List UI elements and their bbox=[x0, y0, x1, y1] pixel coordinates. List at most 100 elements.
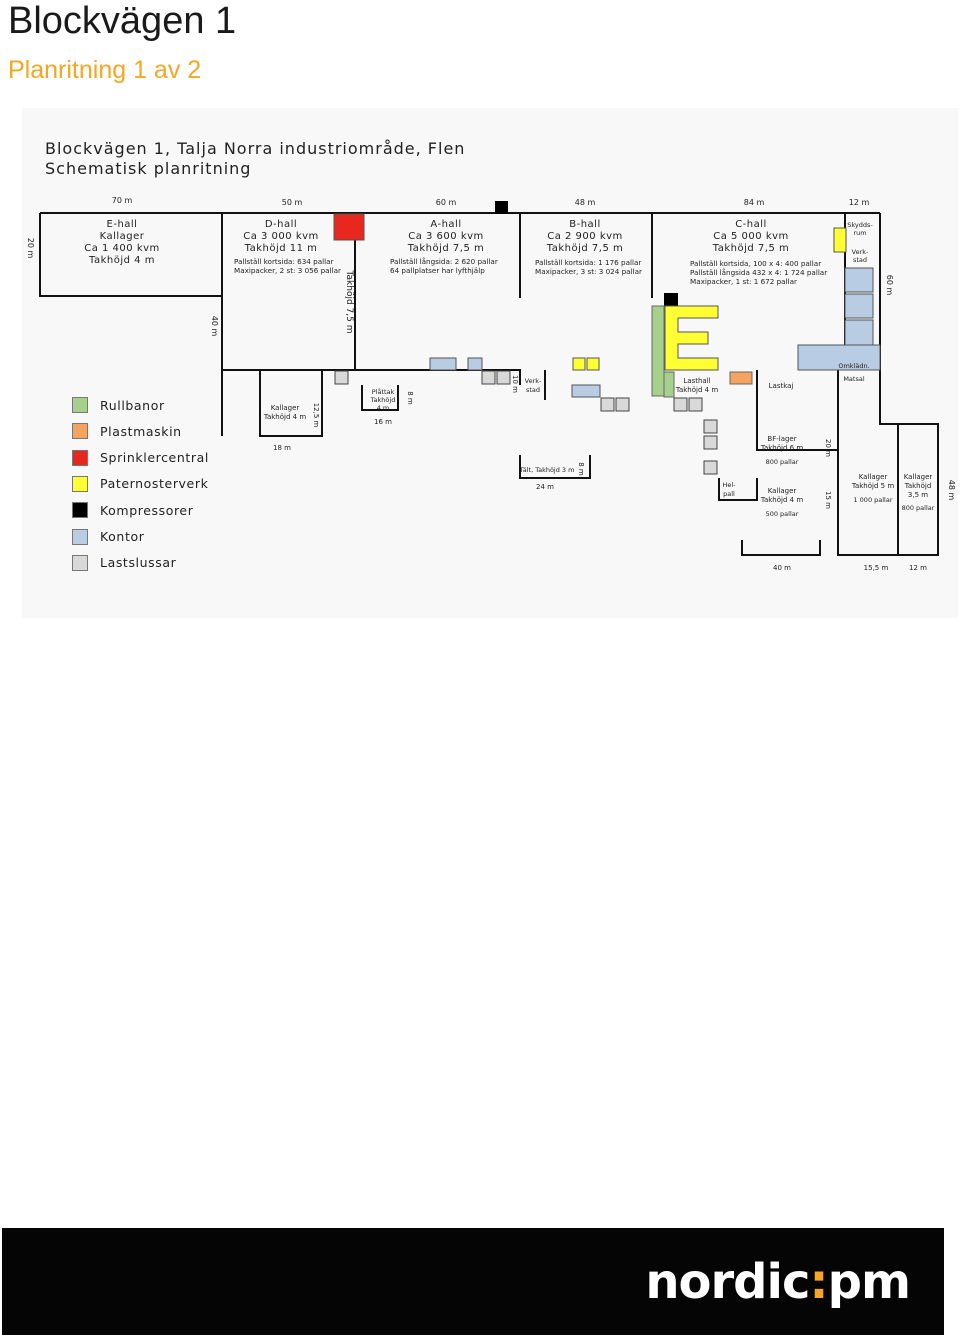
b-hall-title: B-hall bbox=[569, 219, 601, 230]
rullbana-c bbox=[651, 305, 665, 397]
d-hall-height: Takhöjd 11 m bbox=[244, 243, 318, 254]
kontor-b bbox=[571, 384, 601, 398]
helpall-1: Hel- bbox=[722, 481, 736, 489]
legend-label: Paternosterverk bbox=[100, 476, 209, 492]
plattak-width: 16 m bbox=[374, 418, 392, 426]
wall-a-bottom bbox=[355, 369, 521, 385]
lasthall-2: Takhöjd 4 m bbox=[675, 386, 718, 394]
plan-heading-line2: Schematisk planritning bbox=[45, 159, 252, 178]
logo-colon: : bbox=[809, 1254, 828, 1310]
kallager-r2-2: Takhöjd bbox=[904, 482, 932, 490]
helpall-2: pall bbox=[723, 490, 735, 498]
legend-swatch bbox=[72, 554, 88, 571]
legend-item: Sprinklercentral bbox=[72, 449, 209, 467]
lastsluss-7 bbox=[688, 397, 703, 412]
lastkaj-label: Lastkaj bbox=[769, 382, 794, 390]
lastsluss-5 bbox=[615, 397, 630, 412]
wall-helpall bbox=[718, 478, 758, 501]
page-subtitle: Planritning 1 av 2 bbox=[8, 56, 202, 84]
verkstad-b-2: stad bbox=[526, 386, 540, 394]
bf-lager-1: BF-lager bbox=[767, 435, 796, 443]
dim-e: 70 m bbox=[112, 196, 133, 205]
dim-right: 60 m bbox=[885, 275, 894, 296]
wall-kallager-r bbox=[837, 370, 845, 556]
d-hall-title: D-hall bbox=[265, 219, 297, 230]
legend-label: Rullbanor bbox=[100, 397, 165, 413]
b-note-1: Pallställ kortsida: 1 176 pallar bbox=[535, 258, 641, 267]
kallager-small-2: Takhöjd 4 m bbox=[263, 413, 306, 421]
dim-b: 48 m bbox=[575, 198, 596, 207]
c-note-1: Pallställ kortsida, 100 x 4: 400 pallar bbox=[690, 259, 821, 268]
verkstad-c-2: stad bbox=[853, 256, 867, 264]
b-hall-area: Ca 2 900 kvm bbox=[547, 231, 623, 242]
paternoster-b1 bbox=[572, 357, 586, 371]
d-note-2: Maxipacker, 2 st: 3 056 pallar bbox=[234, 266, 341, 275]
lastsluss-3 bbox=[496, 370, 511, 385]
nordicpm-logo: nordic:pm bbox=[645, 1254, 911, 1310]
kompressor-top bbox=[495, 201, 508, 214]
legend-item: Paternosterverk bbox=[72, 475, 208, 493]
kontor-verkstad bbox=[844, 267, 874, 293]
lastsluss-6 bbox=[673, 397, 688, 412]
skyddsrum-2: rum bbox=[853, 229, 866, 237]
a-note-2: 64 pallplatser har lyfthjälp bbox=[390, 266, 485, 275]
legend-label: Plastmaskin bbox=[100, 423, 182, 439]
talt-height: 8 m bbox=[577, 462, 585, 476]
a-hall-height: Takhöjd 7,5 m bbox=[407, 243, 484, 254]
lastsluss-1 bbox=[334, 370, 349, 385]
kallager-small-1: Kallager bbox=[271, 404, 300, 412]
verkstad-b-1: Verk- bbox=[525, 377, 542, 385]
kallager-c-1: Kallager bbox=[768, 487, 797, 495]
e-hall-height: Takhöjd 4 m bbox=[88, 255, 155, 266]
lastsluss-9 bbox=[703, 435, 718, 450]
lastsluss-4 bbox=[600, 397, 615, 412]
rullbana-lasthall bbox=[663, 371, 675, 398]
bf-dim: 20 m bbox=[824, 439, 832, 457]
kallager-c-pallar: 500 pallar bbox=[766, 510, 799, 518]
paternoster-skyddsrum bbox=[833, 227, 847, 253]
talt-width: 24 m bbox=[536, 483, 554, 491]
legend-item: Lastslussar bbox=[72, 554, 176, 572]
wall-kallager-small bbox=[259, 370, 323, 437]
legend-swatch bbox=[72, 528, 88, 545]
talt-label: Tält, Takhöjd 3 m bbox=[519, 466, 575, 474]
kontor-c1 bbox=[844, 293, 874, 319]
kallager-r2-pallar: 800 pallar bbox=[902, 504, 935, 512]
wall-kallager-c-bottom bbox=[741, 540, 821, 556]
hall-labels: E-hall Kallager Ca 1 400 kvm Takhöjd 4 m… bbox=[84, 219, 789, 266]
kompressor-c bbox=[664, 293, 678, 306]
wall-plattak bbox=[361, 385, 399, 411]
kontor-blocks bbox=[429, 267, 881, 398]
hall-notes: Pallställ kortsida: 634 pallar Maxipacke… bbox=[234, 257, 827, 286]
b-note-2: Maxipacker, 3 st: 3 024 pallar bbox=[535, 267, 642, 276]
verkstad-b-dim: 10 m bbox=[511, 375, 519, 393]
legend-swatch bbox=[72, 397, 88, 413]
e-hall-type: Kallager bbox=[100, 231, 145, 242]
rotated-dims: 12,5 m 8 m 10 m 8 m 20 m 15 m bbox=[312, 375, 832, 509]
legend-item: Kompressorer bbox=[72, 501, 193, 519]
bf-pallar: 800 pallar bbox=[766, 458, 799, 466]
kallager-c-2: Takhöjd 4 m bbox=[760, 496, 803, 504]
c-note-2: Pallställ långsida 432 x 4: 1 724 pallar bbox=[690, 268, 827, 277]
plan-heading: Blockvägen 1, Talja Norra industriområde… bbox=[45, 139, 465, 179]
bottom-dim-1: 40 m bbox=[773, 564, 791, 572]
omkladn-label: Omklädn. bbox=[838, 362, 869, 370]
plan-heading-line1: Blockvägen 1, Talja Norra industriområde… bbox=[45, 139, 466, 158]
dim-c: 84 m bbox=[744, 198, 765, 207]
dim-d-depth: 40 m bbox=[210, 316, 219, 337]
kontor-a1 bbox=[429, 357, 457, 371]
plastmaskin bbox=[729, 371, 753, 385]
wall-lastkaj bbox=[756, 370, 838, 451]
kallager-r1-pallar: 1 000 pallar bbox=[853, 496, 892, 504]
page-title: Blockvägen 1 bbox=[8, 0, 237, 42]
lasthall-1: Lasthall bbox=[683, 377, 710, 385]
kallager-small-height: 12,5 m bbox=[312, 403, 320, 428]
side-dimensions: 20 m 40 m 60 m 48 m Takhöjd 7,5 m bbox=[26, 238, 956, 501]
paternosterverk bbox=[572, 227, 847, 371]
top-dimensions: 70 m 50 m 60 m 48 m 84 m 12 m bbox=[112, 196, 870, 207]
paternoster-e bbox=[664, 305, 719, 371]
dim-a: 60 m bbox=[436, 198, 457, 207]
lastsluss-10 bbox=[703, 460, 718, 475]
a-hall-area: Ca 3 600 kvm bbox=[408, 231, 484, 242]
c-hall-title: C-hall bbox=[735, 219, 767, 230]
